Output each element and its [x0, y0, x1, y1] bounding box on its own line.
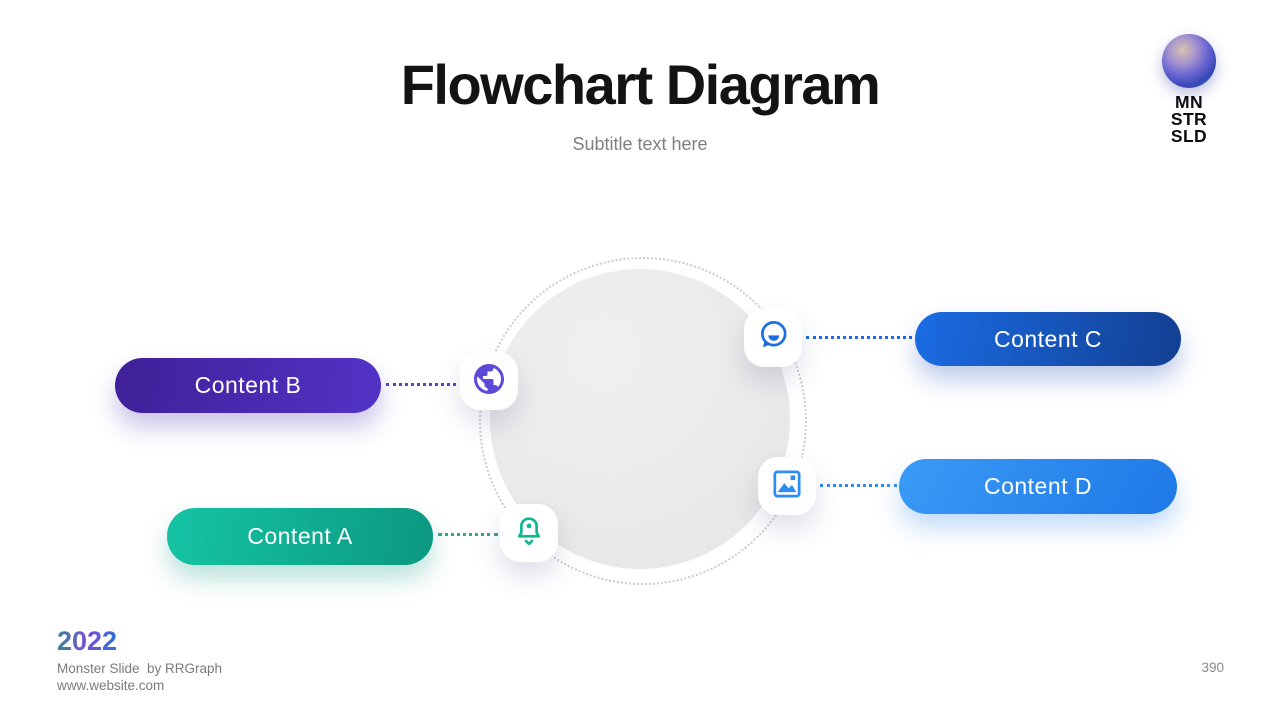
footer-credit: Monster Slide by RRGraph — [57, 661, 223, 676]
content-c-label: Content C — [993, 325, 1103, 352]
globe-icon — [471, 361, 507, 402]
content-a-pill: Content A — [167, 508, 433, 565]
footer-year: 2022 — [57, 626, 118, 656]
dotted-ring — [479, 257, 807, 585]
page-subtitle: Subtitle text here — [572, 134, 708, 154]
logo-sphere-icon — [1162, 34, 1216, 88]
content-b-label: Content B — [194, 372, 302, 398]
connector-content-d — [820, 484, 897, 487]
chat-icon — [755, 318, 791, 359]
footer-website: www.website.com — [57, 678, 165, 693]
logo-text-line: STR — [1170, 109, 1208, 129]
page-number: 390 — [1201, 660, 1224, 675]
bell-badge — [500, 504, 558, 562]
logo-text-line: MN — [1174, 92, 1203, 112]
chat-badge — [744, 309, 802, 367]
connector-content-a — [438, 533, 498, 536]
content-d-label: Content D — [983, 473, 1093, 499]
content-b-pill: Content B — [115, 358, 381, 413]
page-title: Flowchart Diagram — [400, 53, 881, 116]
bell-icon — [511, 513, 547, 554]
connector-content-c — [806, 336, 912, 339]
logo-text-line: SLD — [1170, 126, 1208, 146]
globe-badge — [460, 352, 518, 410]
connector-content-b — [386, 383, 456, 386]
content-d-pill: Content D — [899, 459, 1177, 514]
image-icon — [769, 466, 805, 507]
content-a-label: Content A — [247, 523, 353, 549]
content-c-pill: Content C — [915, 312, 1181, 366]
image-badge — [758, 457, 816, 515]
brand-logo: MN STR SLD — [1150, 34, 1228, 145]
